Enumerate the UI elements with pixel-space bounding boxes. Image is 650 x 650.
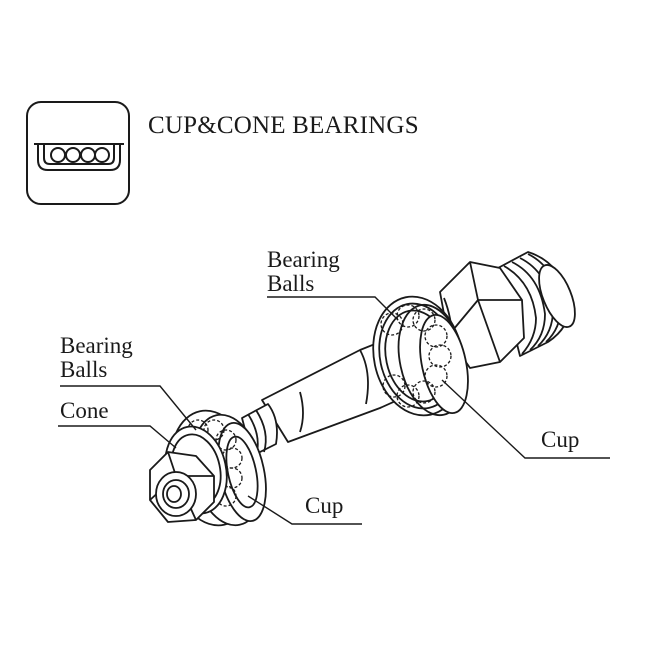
axle-assembly — [149, 251, 576, 527]
leader-lines — [58, 296, 610, 525]
label-bearing-balls-top: Bearing Balls — [267, 248, 340, 296]
cup-and-cone-bearing-icon — [26, 101, 130, 205]
label-cone: Cone — [60, 398, 109, 423]
label-cup-bottom: Cup — [305, 493, 344, 518]
label-bearing-balls-top-line2: Balls — [267, 271, 315, 296]
label-bearing-balls-top-line1: Bearing — [267, 247, 340, 272]
label-bearing-balls-left-line2: Balls — [60, 357, 108, 382]
left-hex-nut — [149, 451, 215, 523]
label-bearing-balls-left: Bearing Balls — [60, 334, 133, 382]
label-cup-right: Cup — [541, 427, 580, 452]
page-title: CUP&CONE BEARINGS — [148, 112, 419, 139]
label-bearing-balls-left-line1: Bearing — [60, 333, 133, 358]
right-bearing-balls — [380, 304, 452, 408]
